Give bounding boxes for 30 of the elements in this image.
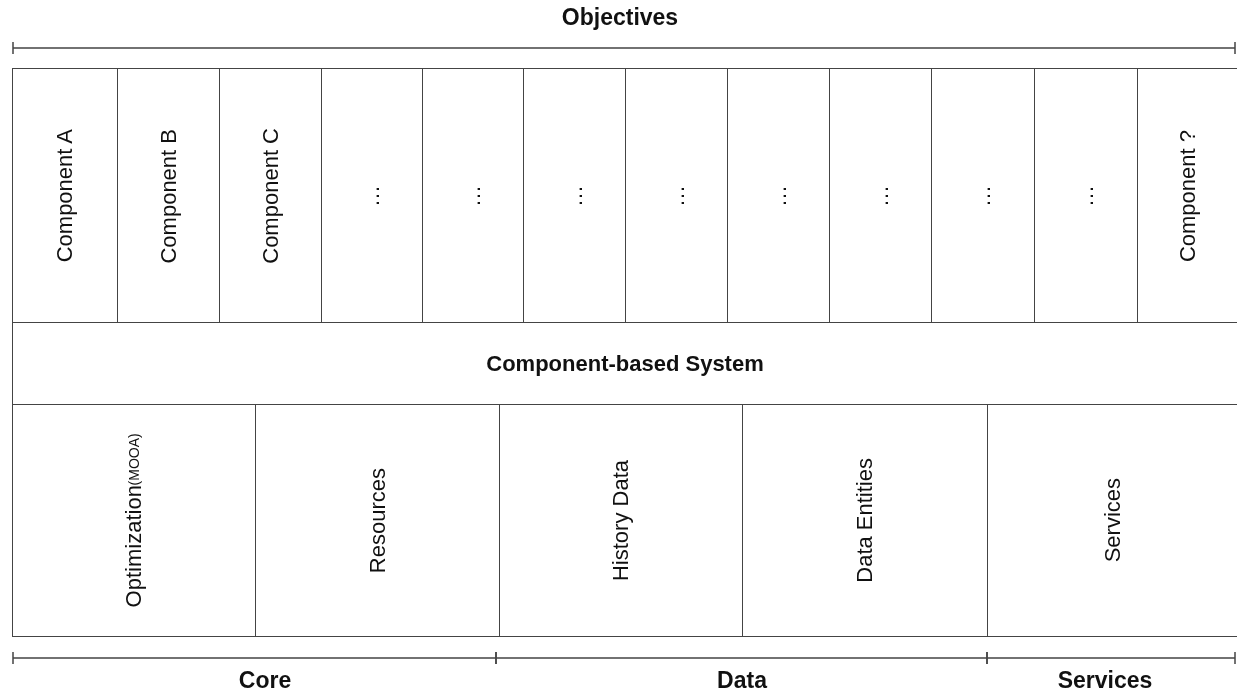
- cell-label: Component ?: [1174, 129, 1201, 263]
- group-label: Services: [1057, 667, 1153, 694]
- cell-label: …: [561, 185, 588, 207]
- group-label: Data: [717, 667, 767, 694]
- cell-label: …: [765, 185, 792, 207]
- cell-note: (MOOA): [126, 433, 142, 486]
- component-cell: [12, 68, 118, 324]
- cell-label: …: [663, 185, 690, 207]
- system-band: [12, 322, 1237, 406]
- cell-label: Resources: [364, 467, 391, 574]
- cell-label: Component B: [155, 128, 182, 264]
- cell-label: Data Entities: [852, 458, 878, 583]
- cell-label: …: [867, 185, 894, 207]
- module-cell: [499, 404, 743, 637]
- cell-label: Component A: [52, 129, 78, 263]
- cell-label: …: [970, 185, 996, 207]
- cell-label: History Data: [608, 459, 634, 581]
- module-cell: [742, 404, 988, 637]
- module-cell: [255, 404, 500, 637]
- span-label: Objectives: [561, 4, 679, 31]
- cell-label: …: [460, 185, 486, 207]
- cell-label: …: [1073, 185, 1099, 207]
- group-label: Core: [238, 667, 292, 694]
- module-cell: [987, 404, 1237, 637]
- layer-title: Component-based System: [486, 351, 764, 377]
- cell-label: Optimization: [121, 485, 147, 608]
- cell-label: Services: [1099, 478, 1126, 563]
- module-cell: [12, 404, 256, 637]
- cell-label: …: [359, 185, 385, 207]
- cell-label: Component C: [257, 128, 284, 264]
